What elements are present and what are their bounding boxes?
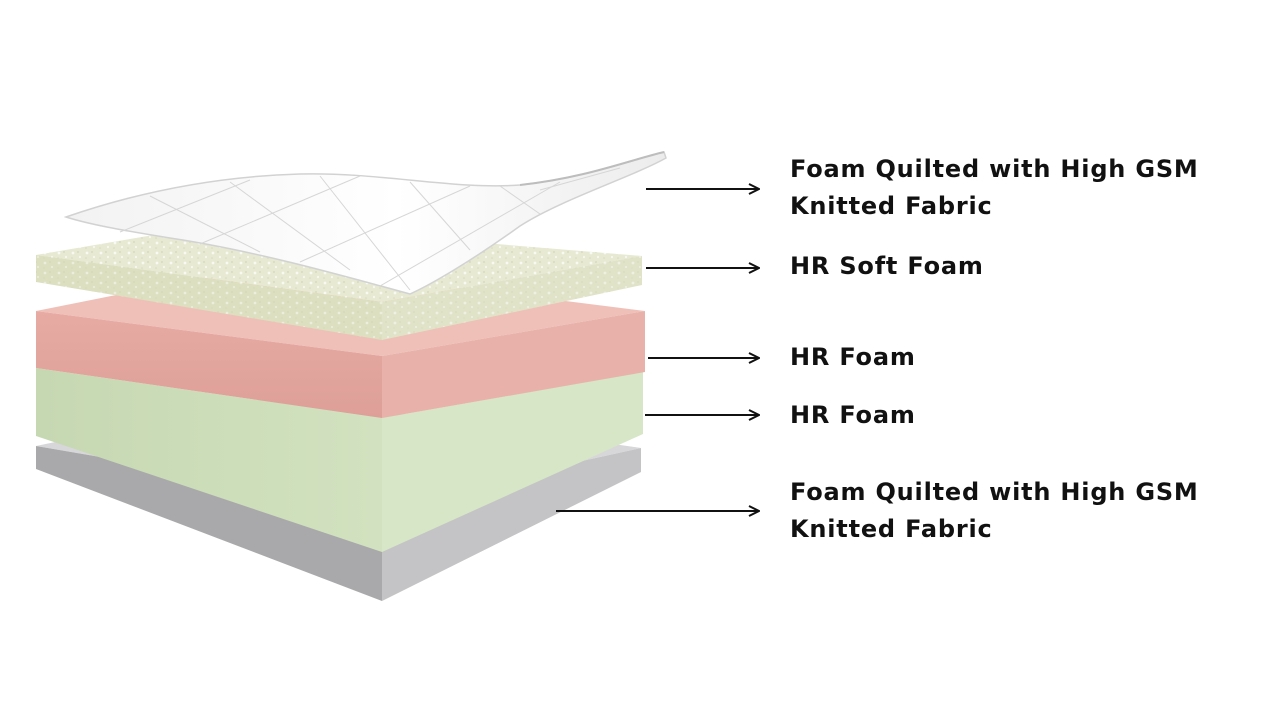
label-hr-foam-lower: HR Foam <box>790 401 916 429</box>
label-top-cover: Foam Quilted with High GSM Knitted Fabri… <box>790 155 1199 220</box>
quilted-top-cover <box>63 151 667 295</box>
label-hr-soft-foam: HR Soft Foam <box>790 252 984 280</box>
label-bottom-cover: Foam Quilted with High GSM Knitted Fabri… <box>790 478 1199 543</box>
hr-foam-lower-block <box>36 368 643 552</box>
callout-arrows <box>556 189 758 511</box>
label-hr-foam-upper: HR Foam <box>790 343 916 371</box>
